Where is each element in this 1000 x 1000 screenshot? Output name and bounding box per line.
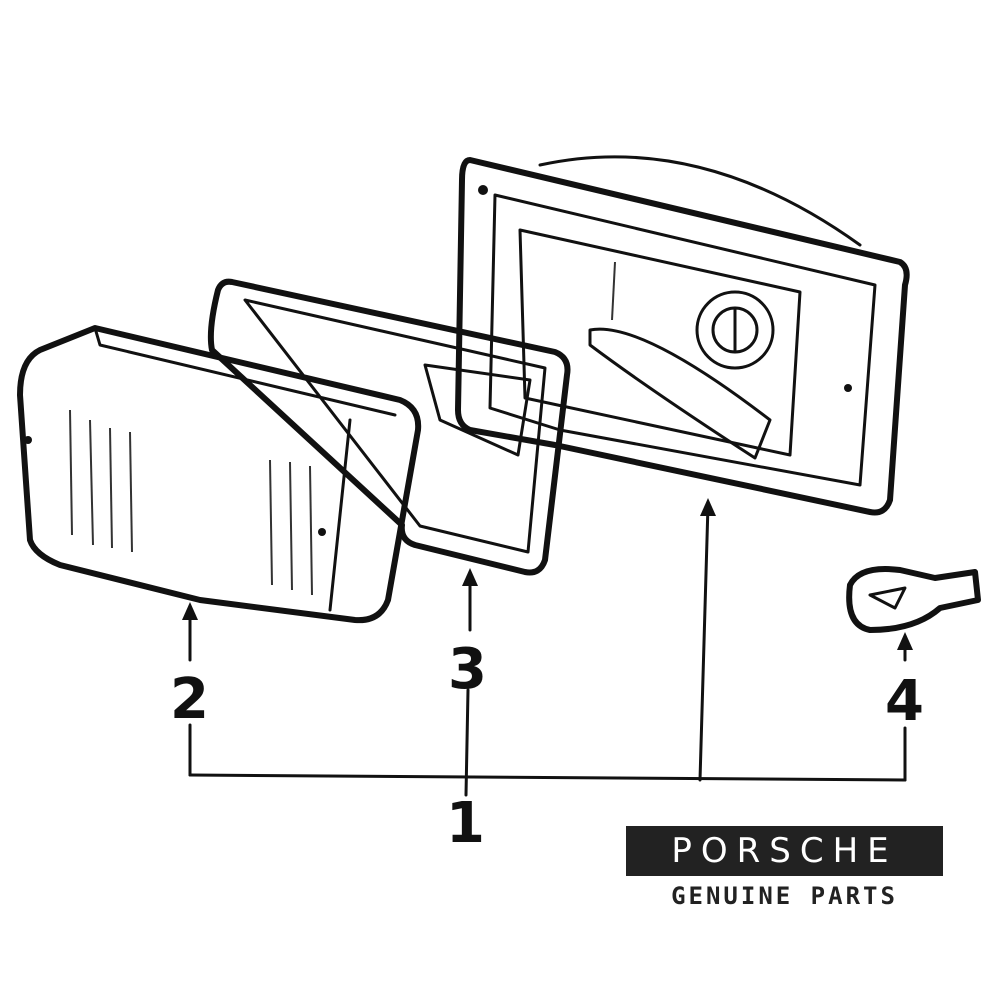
housing-assembly [455,155,910,516]
gasket [207,278,571,576]
callout-3: 3 [448,637,487,702]
callout-4: 4 [885,669,924,734]
bulb-socket [846,566,981,633]
callout-2: 2 [170,667,209,732]
brand-logo: PORSCHE [626,826,943,876]
callout-1: 1 [446,791,485,856]
lens [17,325,422,624]
brand-tagline: GENUINE PARTS [671,882,898,910]
leader-lines [182,498,913,797]
brand-logo-text: PORSCHE [671,831,898,871]
